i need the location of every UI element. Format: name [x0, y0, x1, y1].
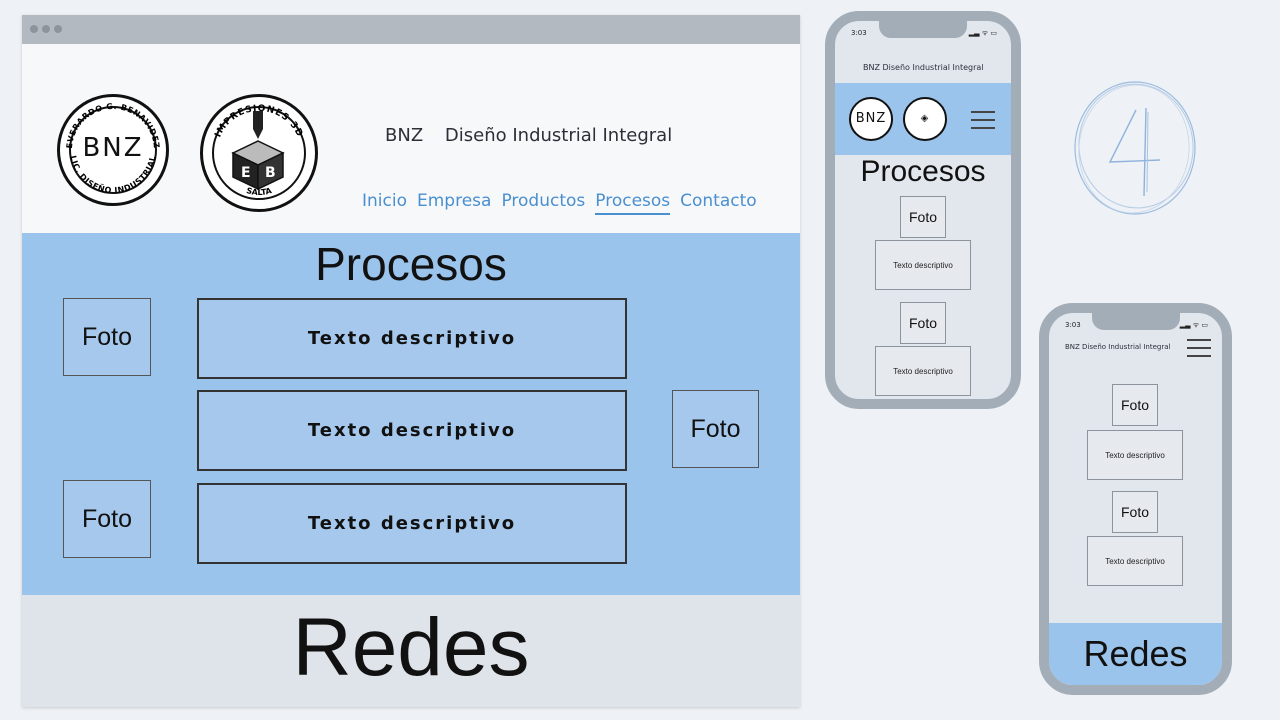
redes-section: Redes	[22, 595, 800, 707]
phone-texto-descriptivo: Texto descriptivo	[1087, 536, 1183, 586]
foto-placeholder[interactable]: Foto	[63, 480, 151, 558]
nav-item-inicio[interactable]: Inicio	[362, 191, 407, 211]
phone-bnz-logo[interactable]: BNZ	[849, 97, 893, 141]
logo-ring-text-icon: EVERARDO G. BENAVIDEZ LIC. DISEÑO INDUST…	[65, 102, 161, 195]
nav-item-productos[interactable]: Productos	[501, 191, 586, 211]
procesos-title: Procesos	[315, 238, 507, 290]
phone-mockup-redes: 3:03 ▂▃ ᯤ ▭ BNZ Diseño Industrial Integr…	[1039, 303, 1232, 695]
window-dot-icon[interactable]	[54, 25, 62, 33]
logo-ring	[212, 106, 306, 200]
status-time: 3:03	[1065, 321, 1081, 329]
signal-battery-icon: ▂▃ ᯤ ▭	[1179, 321, 1208, 329]
redes-title: Redes	[292, 602, 530, 693]
texto-descriptivo-box: Texto descriptivo	[197, 390, 627, 471]
main-nav: Inicio Empresa Productos Procesos Contac…	[362, 191, 757, 215]
hamburger-menu-icon[interactable]	[1187, 339, 1211, 363]
window-dot-icon[interactable]	[42, 25, 50, 33]
logo-bottom-arc-text: SALTA	[245, 186, 273, 197]
foto-placeholder[interactable]: Foto	[672, 390, 759, 468]
svg-text:B: B	[265, 165, 276, 181]
logo-bnz-text: BNZ	[82, 133, 144, 163]
brand-short: BNZ	[385, 125, 424, 146]
phone-header-bar: BNZ ◈	[835, 83, 1011, 155]
phone-foto-placeholder[interactable]: Foto	[900, 196, 946, 238]
printer-cube-icon: IMPRESIONES 3D SALTA E B	[213, 104, 303, 197]
desktop-browser-mockup: EVERARDO G. BENAVIDEZ LIC. DISEÑO INDUST…	[22, 15, 800, 707]
procesos-section: Procesos Foto Texto descriptivo Texto de…	[22, 233, 800, 595]
phone-foto-placeholder[interactable]: Foto	[1112, 384, 1158, 426]
status-time: 3:03	[851, 29, 867, 37]
signal-battery-icon: ▂▃ ᯤ ▭	[968, 29, 997, 37]
svg-text:E: E	[241, 165, 251, 181]
svg-text:SALTA: SALTA	[245, 186, 273, 197]
impresiones-3d-logo[interactable]: IMPRESIONES 3D SALTA E B	[200, 94, 318, 212]
phone-notch	[1091, 313, 1180, 330]
nav-item-procesos[interactable]: Procesos	[595, 191, 671, 215]
phone-brand: BNZ Diseño Industrial Integral	[1065, 343, 1171, 351]
phone-foto-placeholder[interactable]: Foto	[1112, 491, 1158, 533]
browser-title-bar	[22, 15, 800, 44]
phone-procesos-title: Procesos	[860, 155, 986, 188]
phone-texto-descriptivo: Texto descriptivo	[875, 240, 971, 290]
phone-mockup-procesos: 3:03 ▂▃ ᯤ ▭ BNZ Diseño Industrial Integr…	[825, 11, 1021, 409]
window-dot-icon[interactable]	[30, 25, 38, 33]
texto-descriptivo-box: Texto descriptivo	[197, 298, 627, 379]
texto-descriptivo-box: Texto descriptivo	[197, 483, 627, 564]
phone-impresiones-logo[interactable]: ◈	[903, 97, 947, 141]
nav-item-contacto[interactable]: Contacto	[680, 191, 757, 211]
brand-name: BNZ Diseño Industrial Integral	[385, 125, 688, 146]
hamburger-menu-icon[interactable]	[971, 111, 995, 135]
bnz-logo[interactable]: EVERARDO G. BENAVIDEZ LIC. DISEÑO INDUST…	[57, 94, 169, 206]
site-header: EVERARDO G. BENAVIDEZ LIC. DISEÑO INDUST…	[22, 44, 800, 232]
sketch-number-four-icon	[1074, 81, 1196, 215]
logo-ring	[69, 106, 157, 194]
brand-full: Diseño Industrial Integral	[444, 125, 673, 146]
phone-texto-descriptivo: Texto descriptivo	[1087, 430, 1183, 480]
phone-texto-descriptivo: Texto descriptivo	[875, 346, 971, 396]
phone-brand: BNZ Diseño Industrial Integral	[863, 63, 984, 72]
phone-foto-placeholder[interactable]: Foto	[900, 302, 946, 344]
nav-item-empresa[interactable]: Empresa	[416, 191, 492, 211]
phone-notch	[879, 21, 967, 38]
phone-redes-section: Redes	[1049, 623, 1222, 685]
foto-placeholder[interactable]: Foto	[63, 298, 151, 376]
